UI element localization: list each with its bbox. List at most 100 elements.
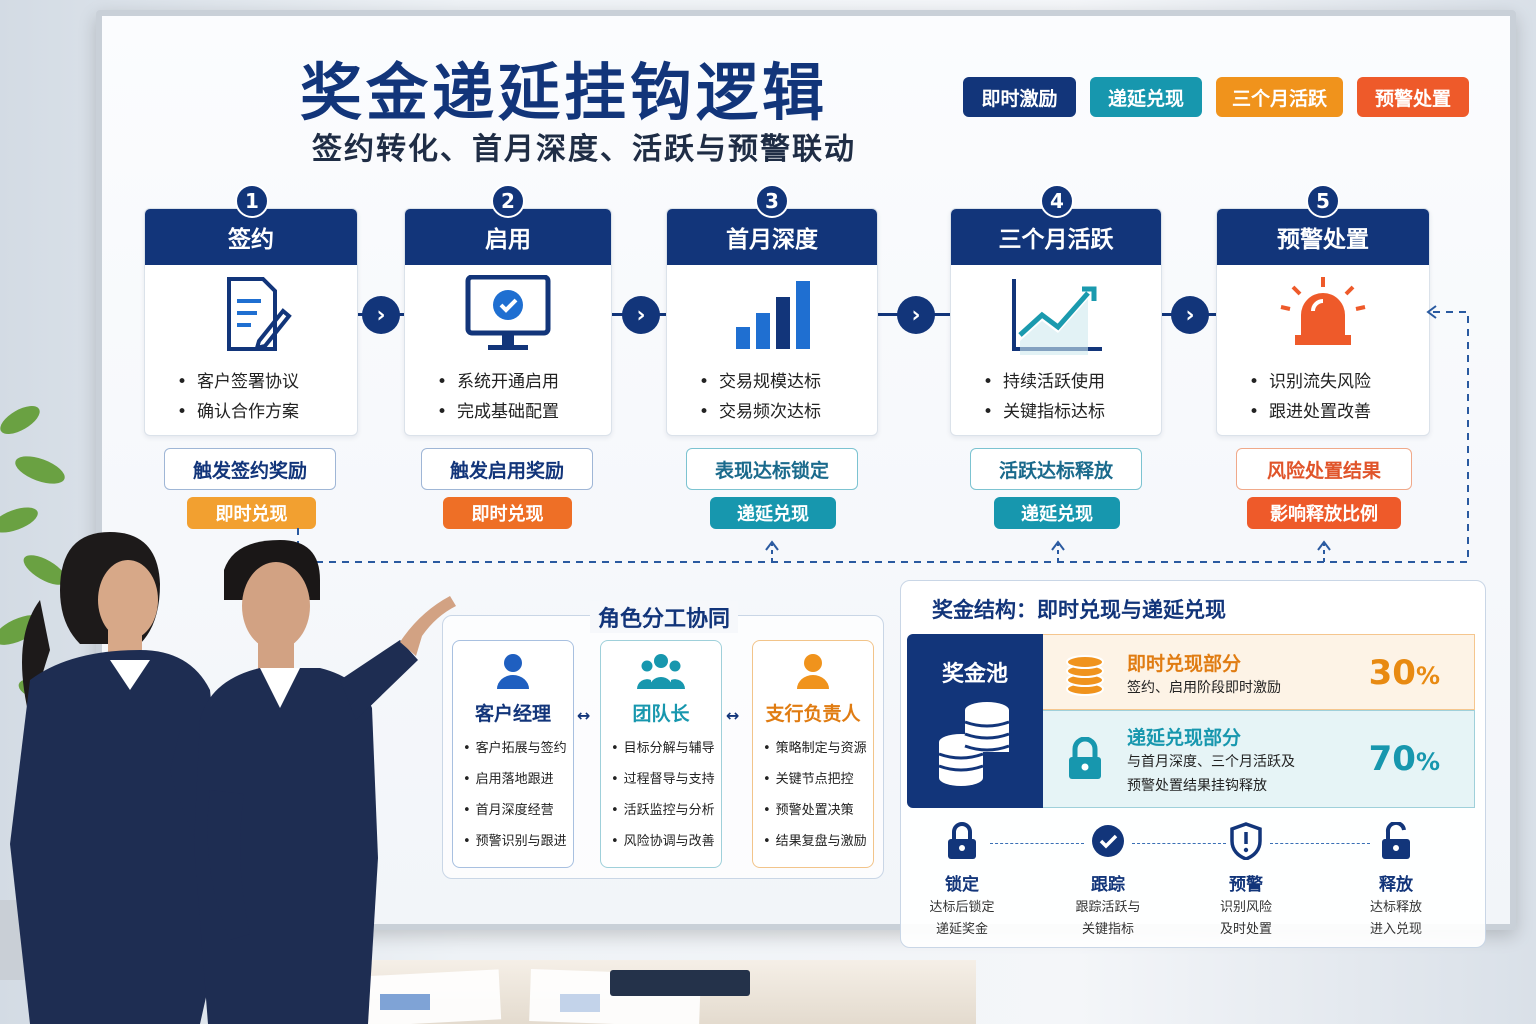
- trigger-performance-lock: 表现达标锁定: [686, 448, 858, 490]
- step-bullet: 识别流失风险: [1249, 367, 1371, 392]
- flow-desc: 递延奖金: [935, 922, 988, 937]
- monitor-check-icon: [465, 275, 551, 350]
- flow-connector: [1132, 843, 1226, 844]
- role-card-branch-head: 支行负责人 策略制定与资源 关键节点把控 预警处置决策 结果复盘与激励: [752, 640, 874, 868]
- coins-icon: [1066, 655, 1104, 696]
- step-card-first-month: 首月深度 交易规模达标 交易频次达标: [666, 208, 878, 436]
- bonus-row-desc: 预警处置结果挂钩释放: [1127, 778, 1267, 794]
- role-task: 结果复盘与激励: [763, 830, 867, 849]
- bonus-percentage: 70%: [1369, 739, 1440, 779]
- step-bullet: 跟进处置改善: [1249, 397, 1371, 422]
- trigger-risk-result: 风险处置结果: [1236, 448, 1412, 490]
- person-man: [194, 540, 456, 1024]
- role-card-account-manager: 客户经理 客户拓展与签约 启用落地跟进 首月深度经营 预警识别与跟进: [452, 640, 574, 868]
- role-task: 启用落地跟进: [463, 768, 554, 787]
- feedback-loop-lines: [297, 305, 1469, 563]
- step-title: 首月深度: [667, 209, 877, 265]
- trigger-activate-bonus: 触发启用奖励: [421, 448, 593, 490]
- trigger-active-release: 活跃达标释放: [970, 448, 1142, 490]
- role-task: 客户拓展与签约: [463, 737, 567, 756]
- flow-desc: 达标释放: [1369, 900, 1422, 915]
- flow-connector: [1270, 843, 1370, 844]
- chevron-right-icon: ›: [362, 296, 400, 334]
- role-task: 预警识别与跟进: [463, 830, 567, 849]
- bonus-row-deferred: 递延兑现部分 与首月深度、三个月活跃及 预警处置结果挂钩释放 70%: [1043, 710, 1475, 808]
- step-title: 启用: [405, 209, 611, 265]
- lock-icon: [1069, 737, 1101, 779]
- chevron-right-icon: ›: [897, 296, 935, 334]
- role-task: 关键节点把控: [763, 768, 854, 787]
- check-circle-icon: [1092, 825, 1124, 857]
- role-name: 客户经理: [474, 703, 551, 725]
- trend-line-icon: [1012, 279, 1102, 355]
- step-number: 2: [491, 184, 525, 218]
- step-number: 1: [235, 184, 269, 218]
- person-icon: [497, 654, 529, 689]
- role-task: 目标分解与辅导: [611, 737, 715, 756]
- role-name: 团队长: [632, 703, 690, 725]
- step-bullet: 系统开通启用: [437, 367, 559, 392]
- bonus-row-title: 递延兑现部分: [1127, 727, 1242, 749]
- legend-warning-handling: 预警处置: [1357, 77, 1469, 117]
- leader-icon: [797, 654, 829, 689]
- flow-desc: 及时处置: [1219, 922, 1272, 937]
- chevron-right-icon: ›: [622, 296, 660, 334]
- bonus-pct-value: 30: [1368, 653, 1416, 693]
- bonus-row-instant: 即时兑现部分 签约、启用阶段即时激励 30%: [1043, 634, 1475, 710]
- bonus-row-desc: 与首月深度、三个月活跃及: [1127, 754, 1295, 770]
- flow-step-track: 跟踪 跟踪活跃与 关键指标: [1048, 822, 1168, 941]
- role-task: 活跃监控与分析: [611, 799, 715, 818]
- alarm-light-icon: [1280, 277, 1366, 345]
- step-bullet: 关键指标达标: [983, 397, 1105, 422]
- trigger-sign-bonus: 触发签约奖励: [164, 448, 336, 490]
- pill-instant-payout: 即时兑现: [187, 497, 316, 529]
- bonus-pool: 奖金池: [907, 634, 1043, 808]
- step-bullet: 交易规模达标: [699, 367, 821, 392]
- legend-instant-incentive: 即时激励: [963, 77, 1076, 117]
- flow-desc: 关键指标: [1081, 922, 1134, 937]
- shield-alert-icon: [1230, 822, 1262, 861]
- bonus-pct-value: 70: [1368, 739, 1416, 779]
- role-card-team-lead: 团队长 目标分解与辅导 过程督导与支持 活跃监控与分析 风险协调与改善: [600, 640, 722, 868]
- pill-affect-release-ratio: 影响释放比例: [1247, 497, 1401, 529]
- bidirectional-arrow-icon: ↔: [577, 706, 591, 725]
- flow-step-warn: 预警 识别风险 及时处置: [1186, 822, 1306, 941]
- step-bullet: 持续活跃使用: [983, 367, 1105, 392]
- bonus-pct-unit: %: [1415, 748, 1440, 776]
- lock-icon: [948, 822, 976, 859]
- chevron-right-icon: ›: [1171, 296, 1209, 334]
- step-bullet: 确认合作方案: [177, 397, 299, 422]
- bonus-pct-unit: %: [1415, 662, 1440, 690]
- flow-label: 释放: [1379, 875, 1413, 895]
- role-task: 首月深度经营: [463, 799, 554, 818]
- step-title: 签约: [145, 209, 357, 265]
- step-bullet: 完成基础配置: [437, 397, 559, 422]
- bonus-title: 奖金结构：即时兑现与递延兑现: [932, 598, 1226, 622]
- flow-desc: 进入兑现: [1369, 922, 1422, 937]
- flow-label: 预警: [1229, 875, 1263, 895]
- bonus-row-desc: 签约、启用阶段即时激励: [1127, 680, 1281, 696]
- flow-step-release: 释放 达标释放 进入兑现: [1336, 820, 1456, 941]
- pill-instant-payout: 即时兑现: [443, 497, 572, 529]
- bonus-pool-label: 奖金池: [941, 662, 1008, 687]
- role-task: 风险协调与改善: [611, 830, 715, 849]
- step-bullet: 客户签署协议: [177, 367, 299, 392]
- step-bullet: 交易频次达标: [699, 397, 821, 422]
- step-title: 预警处置: [1217, 209, 1429, 265]
- role-task: 过程督导与支持: [611, 768, 715, 787]
- legend-three-month-active: 三个月活跃: [1216, 77, 1343, 117]
- bar-chart-icon: [736, 281, 810, 349]
- pill-deferred-payout: 递延兑现: [994, 497, 1120, 529]
- step-number: 3: [755, 184, 789, 218]
- page-subtitle: 签约转化、首月深度、活跃与预警联动: [312, 132, 856, 167]
- unlock-icon: [1382, 820, 1410, 859]
- legend-deferred-payout: 递延兑现: [1090, 77, 1202, 117]
- bidirectional-arrow-icon: ↔: [726, 706, 740, 725]
- coin-stack-icon: [938, 702, 1010, 786]
- flow-desc: 识别风险: [1219, 900, 1272, 915]
- step-number: 4: [1040, 184, 1074, 218]
- step-card-activate: 启用 系统开通启用 完成基础配置: [404, 208, 612, 436]
- flow-connector: [990, 843, 1084, 844]
- flow-label: 锁定: [945, 875, 979, 895]
- flow-desc: 跟踪活跃与: [1075, 900, 1141, 915]
